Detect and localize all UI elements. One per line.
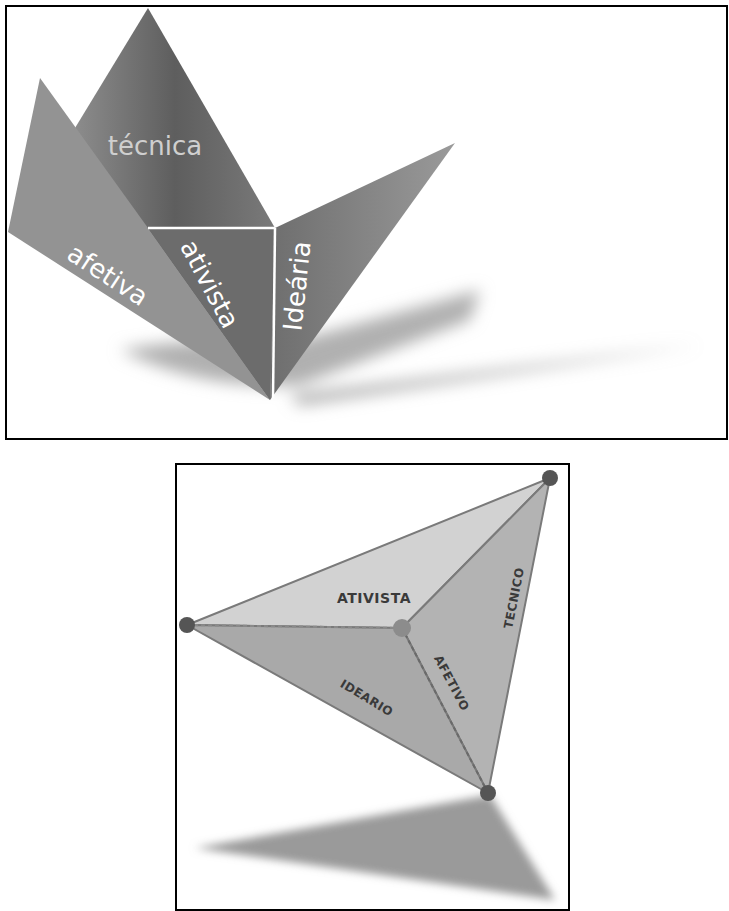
face-label: técnica (108, 133, 202, 159)
pyramid-shadow (195, 795, 555, 900)
panel-frame (6, 6, 727, 439)
face-label: ATIVISTA (337, 591, 411, 605)
folded-paper (8, 8, 455, 400)
panel-frame (176, 464, 569, 910)
pyramid (179, 470, 558, 801)
